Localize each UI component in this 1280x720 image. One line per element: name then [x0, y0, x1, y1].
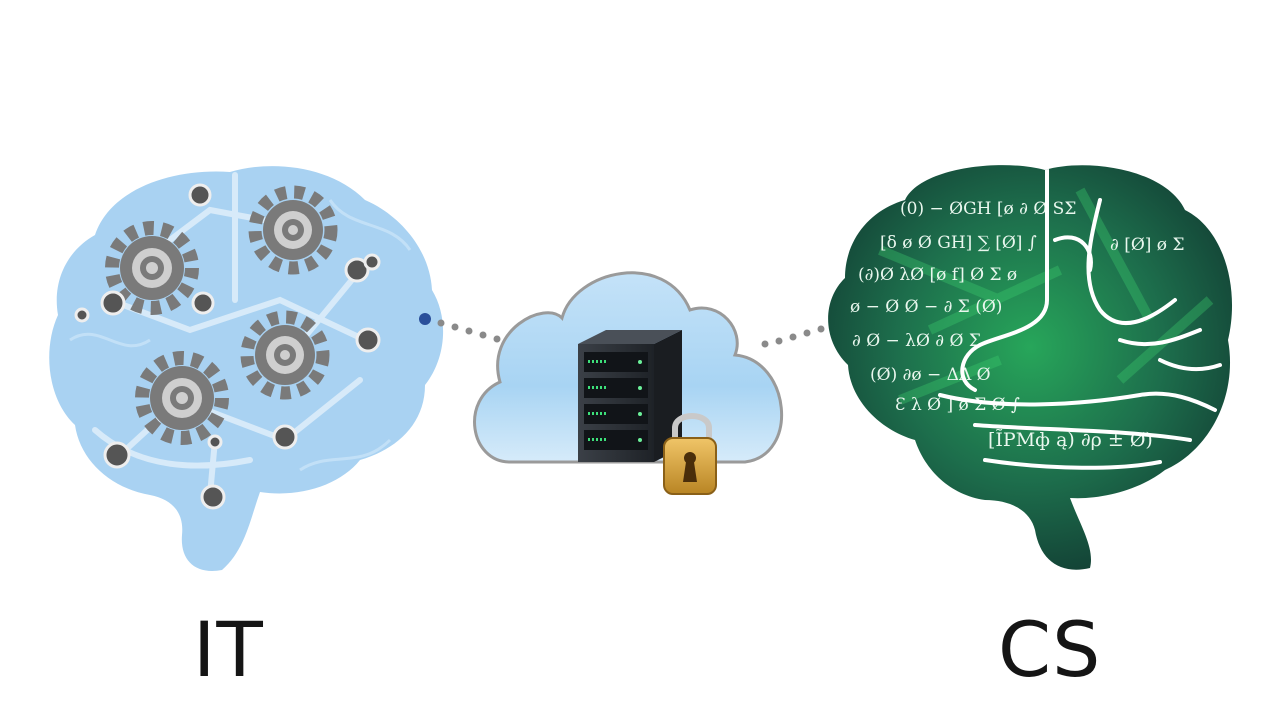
gear-icon	[105, 221, 199, 315]
it-label: IT	[193, 605, 264, 694]
node-icon	[74, 307, 90, 323]
formula-row-lower: [ĨPMф ą) ∂ρ ± Ø)	[988, 429, 1153, 451]
formula-row: (∂)Ø λØ [ø f] Ø Σ ø	[858, 265, 1017, 285]
formula-glyphs: (0) − ØGH [ø ∂ Ø SΣ [δ ø Ø GH] ∑ [Ø] ∫ (…	[850, 199, 1184, 451]
right-brain-shape	[828, 165, 1233, 570]
connector-endpoint	[419, 313, 431, 325]
gear-icon	[240, 310, 330, 400]
node-icon	[200, 484, 226, 510]
cloud-server-illustration	[473, 271, 784, 495]
right-connector	[761, 322, 839, 348]
formula-row: (0) − ØGH [ø ∂ Ø SΣ	[900, 199, 1076, 219]
right-brain-illustration: (0) − ØGH [ø ∂ Ø SΣ [δ ø Ø GH] ∑ [Ø] ∫ (…	[828, 165, 1233, 570]
node-icon	[355, 327, 381, 353]
left-connector	[437, 319, 515, 347]
node-icon	[272, 424, 298, 450]
formula-row: ∂ [Ø] ø Σ	[1110, 235, 1184, 255]
node-icon	[207, 434, 223, 450]
lock-icon	[663, 413, 717, 495]
node-icon	[100, 290, 126, 316]
gear-icon	[248, 185, 338, 275]
formula-row: ø − Ø Ø − ∂ Σ (Ø)	[850, 297, 1002, 317]
formula-row: (Ø) ∂ø − ΔΛ Ø	[870, 365, 991, 385]
node-icon	[103, 441, 131, 469]
node-icon	[191, 291, 215, 315]
formula-row: Ɛ λ Ø ] ø Σ Ø ∫	[895, 395, 1020, 415]
formula-row: [δ ø Ø GH] ∑ [Ø] ∫	[880, 233, 1037, 253]
node-icon	[188, 183, 212, 207]
node-icon	[344, 257, 370, 283]
left-brain-illustration	[49, 166, 444, 571]
gear-icon	[135, 351, 229, 445]
node-icon	[363, 253, 381, 271]
cs-label: CS	[998, 605, 1102, 694]
left-brain-shape	[49, 166, 444, 571]
network-nodes	[74, 183, 381, 510]
formula-row: ∂ Ø − λØ ∂ Ø Σ	[852, 331, 981, 351]
